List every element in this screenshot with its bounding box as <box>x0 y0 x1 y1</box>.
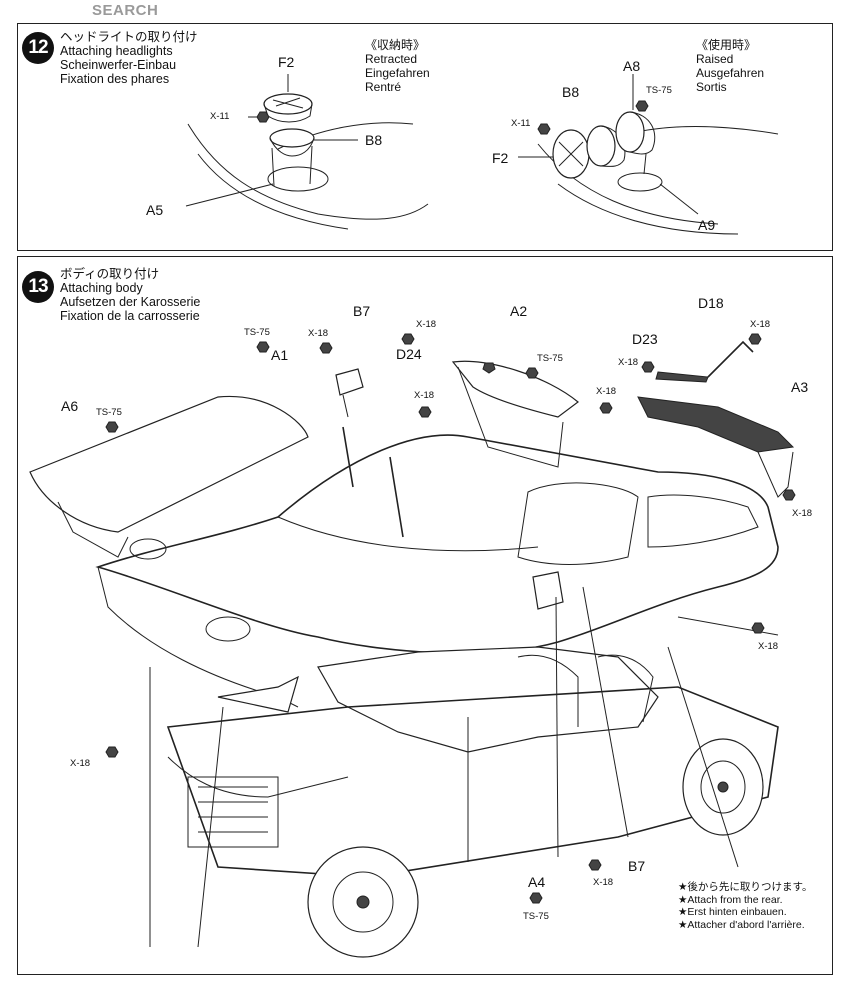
label-ts75-a1: TS-75 <box>244 327 270 338</box>
label-a1: A1 <box>271 347 289 363</box>
step-13-titles: ボディの取り付け Attaching body Aufsetzen der Ka… <box>60 267 200 323</box>
label-x18-left: X-18 <box>70 758 91 769</box>
step-number-13: 13 <box>22 271 54 303</box>
title-fr: Fixation des phares <box>60 72 170 86</box>
title-jp: ボディの取り付け <box>60 267 160 281</box>
label-a8: A8 <box>623 58 641 74</box>
retracted-caption: 《収納時》 Retracted Eingefahren Rentré <box>365 38 430 94</box>
title-de: Aufsetzen der Karosserie <box>60 295 201 309</box>
label-b7-bottom: B7 <box>628 858 646 874</box>
assembly-note: ★後から先に取りつけます。 ★Attach from the rear. ★Er… <box>678 881 812 931</box>
label-x18-d23: X-18 <box>618 357 639 368</box>
note-de: ★Erst hinten einbauen. <box>678 906 787 918</box>
step-number-12: 12 <box>22 32 54 64</box>
title-en: Attaching body <box>60 281 143 295</box>
label-ts75-a6: TS-75 <box>96 407 122 418</box>
label-ts75-a4: TS-75 <box>523 911 549 922</box>
note-en: ★Attach from the rear. <box>678 893 783 906</box>
title-de: Scheinwerfer-Einbau <box>60 58 177 72</box>
raised-de: Ausgefahren <box>696 66 765 80</box>
label-a9: A9 <box>698 217 716 233</box>
label-x18-roof: X-18 <box>414 390 435 401</box>
step-13-panel: 13 ボディの取り付け Attaching body Aufsetzen der… <box>17 256 833 975</box>
label-d18: D18 <box>698 295 724 311</box>
label-x18-spoiler: X-18 <box>596 386 617 397</box>
label-a6: A6 <box>61 398 79 414</box>
label-d23: D23 <box>632 331 658 347</box>
label-d24: D24 <box>396 346 422 362</box>
label-x11-right: X-11 <box>511 118 531 129</box>
headlight-drawing <box>18 24 832 250</box>
label-x11-left: X-11 <box>210 111 230 122</box>
label-a4: A4 <box>528 874 546 890</box>
retracted-jp: 《収納時》 <box>365 38 426 52</box>
raised-fr: Sortis <box>696 80 727 94</box>
label-x18-top: X-18 <box>416 319 437 330</box>
label-a5: A5 <box>146 202 164 218</box>
raised-en: Raised <box>696 52 734 66</box>
retracted-de: Eingefahren <box>365 66 430 80</box>
label-ts75: TS-75 <box>646 85 672 96</box>
label-b8-right: B8 <box>562 84 580 100</box>
title-fr: Fixation de la carrosserie <box>60 309 200 323</box>
label-b7-top: B7 <box>353 303 371 319</box>
label-ts75-a2: TS-75 <box>537 353 563 364</box>
label-x18-rear: X-18 <box>792 508 813 519</box>
label-x18-d18: X-18 <box>750 319 771 330</box>
step-12-titles: ヘッドライトの取り付け Attaching headlights Scheinw… <box>60 30 198 86</box>
label-a3: A3 <box>791 379 809 395</box>
label-f2-left: F2 <box>278 54 295 70</box>
label-b8-left: B8 <box>365 132 383 148</box>
retracted-en: Retracted <box>365 52 418 66</box>
label-x18-door: X-18 <box>758 641 779 652</box>
label-x18-a1: X-18 <box>308 328 329 339</box>
step-12-panel: 12 ヘッドライトの取り付け Attaching headlights Sche… <box>17 23 833 251</box>
note-jp: ★後から先に取りつけます。 <box>678 881 813 893</box>
title-jp: ヘッドライトの取り付け <box>60 30 198 44</box>
watermark-text: SEARCH <box>92 2 159 19</box>
raised-jp: 《使用時》 <box>696 38 757 52</box>
label-a2: A2 <box>510 303 528 319</box>
label-x18-bottom: X-18 <box>593 877 614 888</box>
title-en: Attaching headlights <box>60 44 173 58</box>
body-assembly-drawing <box>18 257 832 974</box>
retracted-fr: Rentré <box>365 80 402 94</box>
raised-caption: 《使用時》 Raised Ausgefahren Sortis <box>696 38 764 94</box>
note-fr: ★Attacher d'abord l'arrière. <box>678 918 805 931</box>
label-f2-right: F2 <box>492 150 509 166</box>
